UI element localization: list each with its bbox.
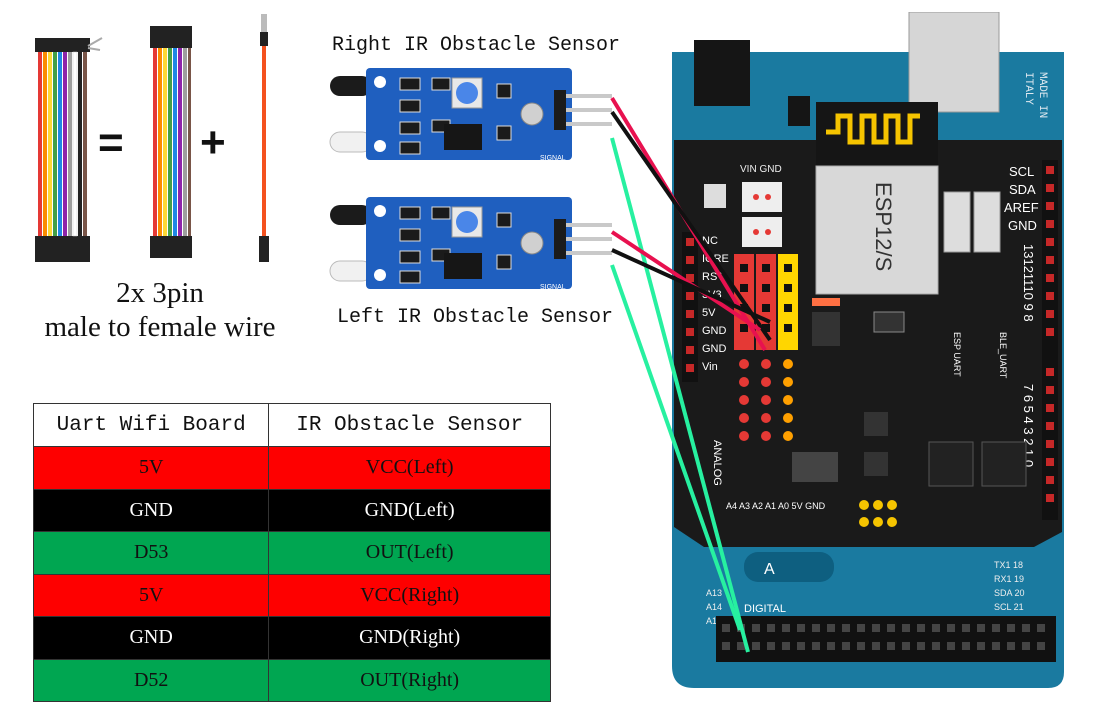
left-ir-sensor: SIGNAL	[329, 197, 612, 291]
nc-label: NC	[702, 235, 718, 247]
table-header-row: Uart Wifi Board IR Obstacle Sensor	[32, 403, 551, 447]
digital-high-pins-label: 13121110 9 8	[1021, 244, 1036, 322]
wire-bundle-middle-icon	[150, 26, 192, 258]
analog-label: ANALOG	[711, 440, 723, 486]
sensor-pin-cell: OUT(Right)	[268, 658, 551, 702]
sensor-pin-cell: GND(Left)	[268, 488, 551, 532]
scl21-label: SCL 21	[994, 602, 1024, 612]
aref-label: AREF	[1004, 200, 1039, 215]
esp-module-label: ESP12/S	[871, 182, 896, 271]
rx1-label: RX1 19	[994, 574, 1024, 584]
gnd-left-label-1: GND	[702, 325, 727, 337]
tx1-label: TX1 18	[994, 560, 1023, 570]
uart-wifi-board: MADE IN ITALY ESP12/S VIN GND SCL SDA AR…	[672, 12, 1064, 688]
italy-label: ITALY	[1022, 72, 1034, 105]
left-sensor-signal-label: SIGNAL	[540, 284, 566, 291]
digital-label: DIGITAL	[744, 603, 786, 615]
sensor-pin-cell: OUT(Left)	[268, 531, 551, 575]
gnd-left-label-2: GND	[702, 343, 727, 355]
jumper-wires-illustration	[35, 14, 269, 262]
board-pin-cell: D53	[32, 531, 270, 575]
3v3-label: 3V3	[702, 289, 722, 301]
plus-sign: +	[200, 118, 226, 167]
5v-left-label: 5V	[702, 307, 716, 319]
board-pin-cell: 5V	[32, 573, 270, 617]
equals-sign: =	[98, 118, 124, 167]
rst-label: RST	[702, 271, 724, 283]
made-in-label: MADE IN	[1036, 72, 1048, 118]
scl-label: SCL	[1009, 164, 1034, 179]
wire-caption-line2: male to female wire	[44, 311, 276, 343]
wire-bundle-left-icon	[35, 37, 103, 262]
board-pin-cell: GND	[32, 616, 270, 660]
ble-uart-label: BLE_UART	[998, 332, 1008, 379]
board-pin-cell: GND	[32, 488, 270, 532]
sensor-pin-cell: GND(Right)	[268, 616, 551, 660]
brand-fragment: A	[764, 561, 775, 578]
single-wire-icon	[259, 14, 269, 262]
right-sensor-signal-label: SIGNAL	[540, 155, 566, 162]
iore-label: IORE	[702, 253, 729, 265]
sensor-pin-cell: VCC(Right)	[268, 573, 551, 617]
right-sensor-label: Right IR Obstacle Sensor	[332, 34, 621, 57]
sda20-label: SDA 20	[994, 588, 1025, 598]
header-board: Uart Wifi Board	[32, 403, 270, 447]
a13-label: A13	[706, 588, 722, 598]
right-ir-sensor: SIGNAL	[329, 68, 612, 162]
left-sensor-label: Left IR Obstacle Sensor	[337, 306, 614, 329]
gnd-right-label: GND	[1008, 218, 1037, 233]
analog-pins-label: A4 A3 A2 A1 A0 5V GND	[726, 501, 826, 511]
board-pin-cell: D52	[32, 658, 270, 702]
vin-left-label: Vin	[702, 361, 718, 373]
wire-caption: 2x 3pin male to female wire	[20, 276, 300, 344]
sda-label: SDA	[1009, 182, 1036, 197]
wire-caption-line1: 2x 3pin	[116, 277, 204, 309]
board-pin-cell: 5V	[32, 446, 270, 490]
a14-label: A14	[706, 602, 722, 612]
vin-gnd-label: VIN GND	[740, 164, 782, 175]
header-sensor: IR Obstacle Sensor	[268, 403, 551, 447]
esp-uart-label: ESP UART	[952, 332, 962, 377]
sensor-pin-cell: VCC(Left)	[268, 446, 551, 490]
